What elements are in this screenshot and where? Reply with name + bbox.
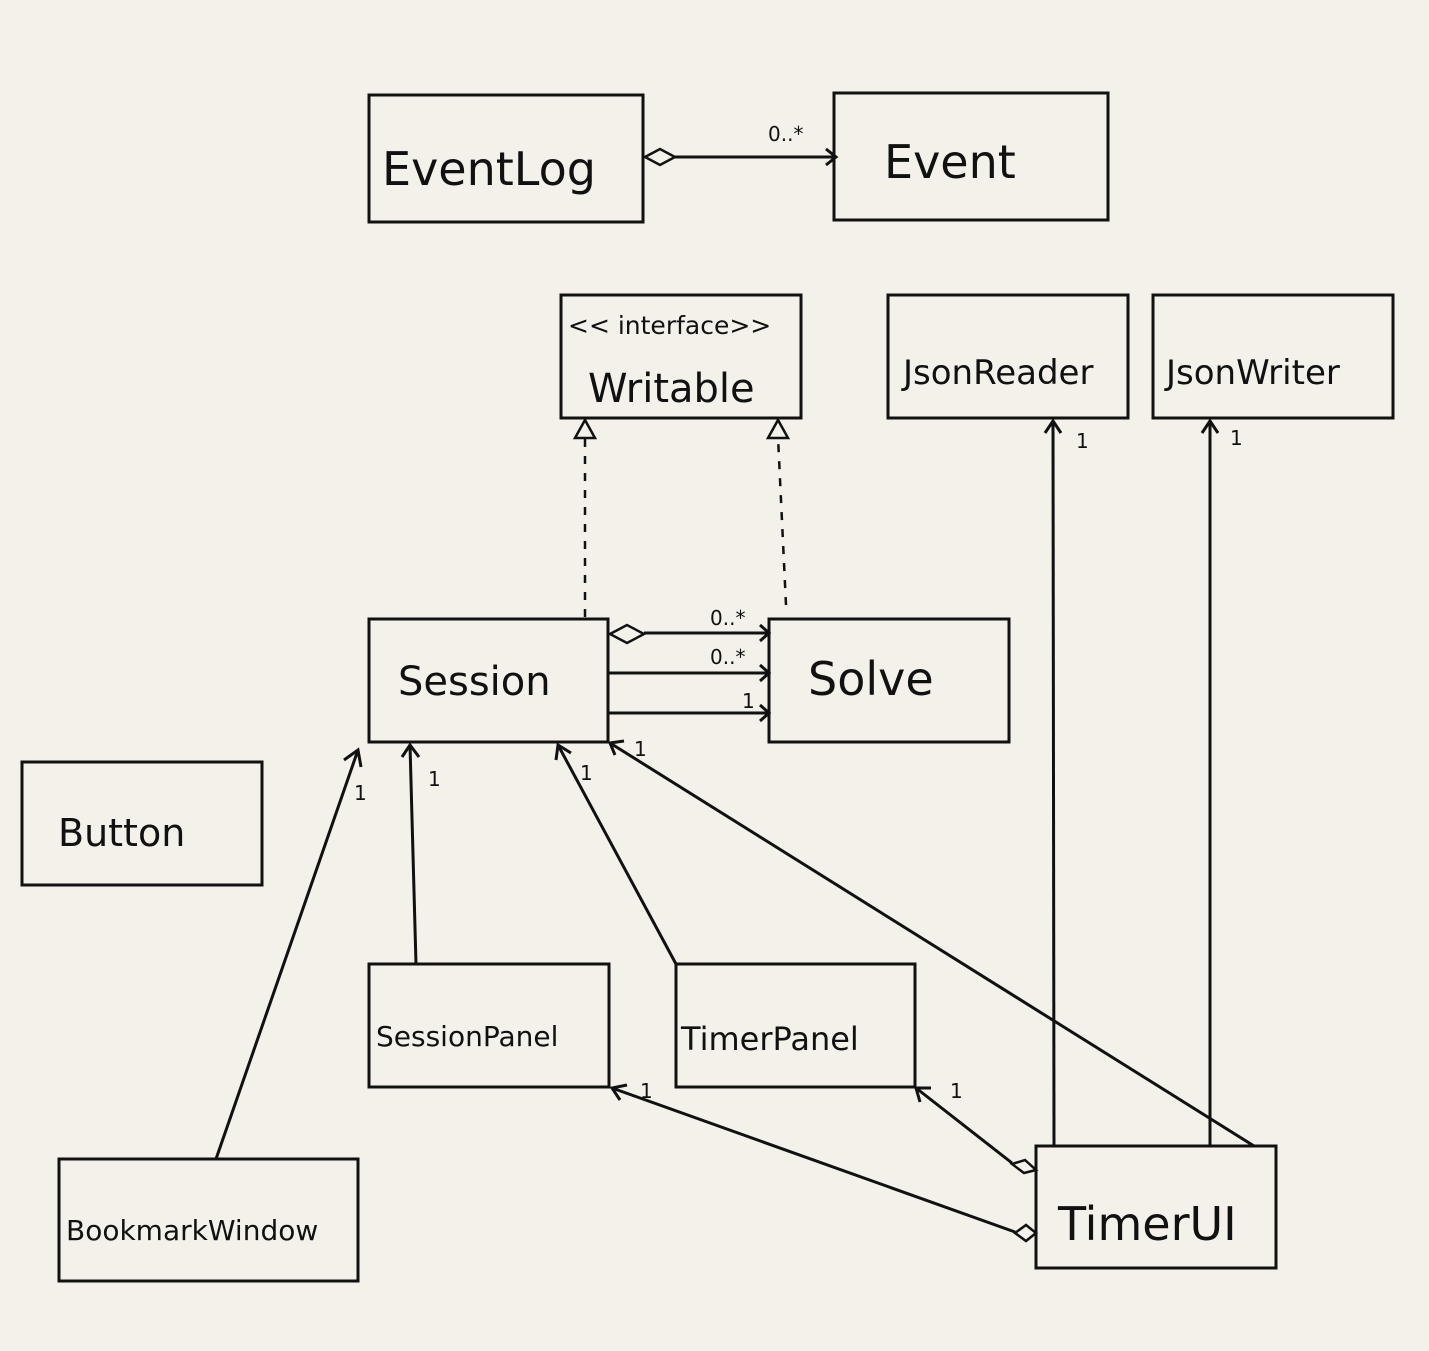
class-timerpanel: TimerPanel <box>674 962 917 1089</box>
class-writable-stereotype: << interface>> <box>568 311 771 340</box>
class-writable: << interface>> Writable <box>559 293 803 420</box>
class-sessionpanel: SessionPanel <box>367 962 611 1089</box>
class-writable-name: Writable <box>588 366 755 412</box>
multiplicity-session-solve-aggregation: 0..* <box>710 606 745 630</box>
edge-session-solve-aggregation: 0..* <box>607 606 772 645</box>
edge-session-solve-association: 0..* <box>608 645 772 683</box>
edge-timerui-session: 1 <box>607 737 1255 1148</box>
multiplicity-timerpanel-session: 1 <box>580 761 593 785</box>
realization-triangle <box>765 417 791 440</box>
multiplicity-session-solve-association: 0..* <box>710 645 745 669</box>
class-session: Session <box>367 617 610 744</box>
realization-triangle <box>572 417 598 440</box>
class-solve-name: Solve <box>808 652 934 706</box>
edge-sessionpanel-session: 1 <box>400 742 441 965</box>
edge-timerui-jsonwriter: 1 <box>1200 418 1243 1146</box>
class-event: Event <box>832 91 1110 222</box>
edge-timerui-sessionpanel: 1 <box>609 1079 1039 1243</box>
class-event-name: Event <box>884 135 1016 189</box>
class-timerui: TimerUI <box>1034 1144 1278 1270</box>
multiplicity-timerui-jsonreader: 1 <box>1076 429 1089 453</box>
aggregation-diamond <box>1012 1223 1039 1243</box>
edge-timerpanel-session: 1 <box>554 742 678 965</box>
class-solve: Solve <box>767 617 1011 744</box>
multiplicity-eventlog-event: 0..* <box>768 122 803 146</box>
edge-session-writable <box>572 417 598 617</box>
multiplicity-bookmarkwindow-session: 1 <box>354 781 367 805</box>
class-sessionpanel-name: SessionPanel <box>376 1020 558 1053</box>
class-session-name: Session <box>398 659 551 705</box>
multiplicity-timerui-jsonwriter: 1 <box>1230 426 1243 450</box>
class-jsonreader-name: JsonReader <box>901 353 1093 393</box>
multiplicity-timerui-sessionpanel: 1 <box>640 1079 653 1103</box>
edge-solve-writable <box>765 417 791 606</box>
class-jsonwriter: JsonWriter <box>1151 293 1395 420</box>
class-eventlog-name: EventLog <box>382 142 596 196</box>
multiplicity-sessionpanel-session: 1 <box>428 767 441 791</box>
class-button: Button <box>20 760 264 887</box>
edge-eventlog-event: 0..* <box>642 122 839 167</box>
multiplicity-timerui-timerpanel: 1 <box>950 1079 963 1103</box>
aggregation-diamond <box>607 623 647 645</box>
edge-bookmarkwindow-session: 1 <box>214 747 367 1160</box>
class-bookmarkwindow-name: BookmarkWindow <box>66 1214 318 1247</box>
multiplicity-session-solve-single: 1 <box>742 689 755 713</box>
class-jsonwriter-name: JsonWriter <box>1164 353 1340 393</box>
edge-timerui-timerpanel: 1 <box>914 1079 1039 1175</box>
class-bookmarkwindow: BookmarkWindow <box>57 1157 360 1283</box>
class-jsonreader: JsonReader <box>886 293 1130 420</box>
edge-session-solve-single: 1 <box>608 689 772 723</box>
class-timerui-name: TimerUI <box>1057 1197 1237 1251</box>
class-button-name: Button <box>58 811 185 855</box>
edge-timerui-jsonreader: 1 <box>1043 418 1089 1147</box>
class-eventlog: EventLog <box>367 93 645 224</box>
class-timerpanel-name: TimerPanel <box>680 1020 859 1058</box>
aggregation-diamond <box>1009 1158 1039 1175</box>
multiplicity-timerui-session: 1 <box>634 737 647 761</box>
aggregation-diamond <box>642 147 678 167</box>
